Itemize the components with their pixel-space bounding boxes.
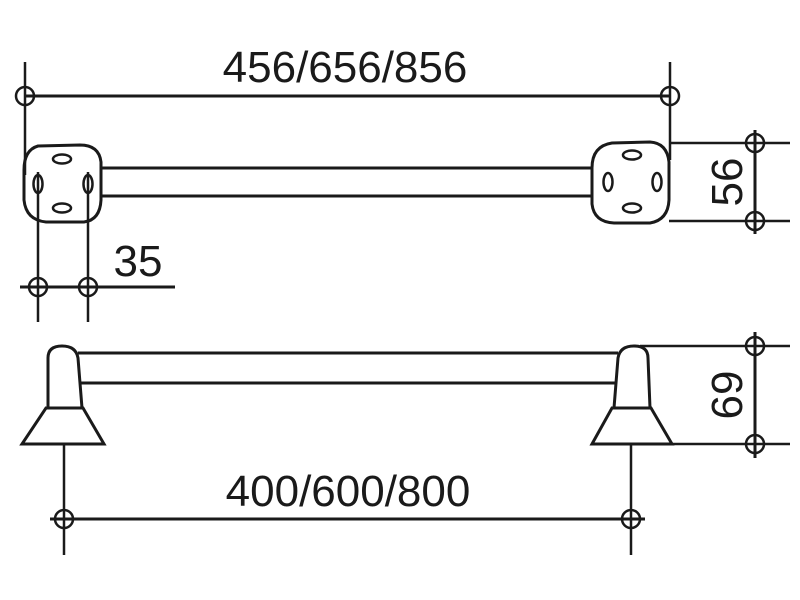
dimension-marker bbox=[744, 210, 766, 232]
side-view: 69 400/600/800 bbox=[19, 332, 790, 555]
screw-hole bbox=[602, 171, 614, 193]
bar-tube-top bbox=[100, 166, 592, 198]
left-bracket bbox=[19, 344, 107, 446]
bar-tube-side bbox=[78, 351, 618, 385]
dimension-marker bbox=[14, 85, 36, 107]
mount-spacing-label: 35 bbox=[114, 237, 163, 286]
overall-length-label: 456/656/856 bbox=[223, 43, 468, 92]
screw-hole bbox=[621, 149, 643, 161]
plate-outline bbox=[22, 143, 103, 224]
mount-spacing-dimension: 35 bbox=[20, 172, 175, 322]
depth-label: 56 bbox=[703, 158, 752, 207]
screw-hole bbox=[651, 171, 663, 193]
center-distance-dimension: 400/600/800 bbox=[50, 444, 645, 555]
bracket-base bbox=[589, 406, 675, 446]
dimension-marker bbox=[744, 433, 766, 455]
bracket-base bbox=[19, 406, 107, 446]
depth-dimension: 56 bbox=[669, 130, 790, 234]
dimension-marker bbox=[27, 276, 49, 298]
right-mount-plate bbox=[590, 140, 671, 225]
screw-hole bbox=[51, 202, 73, 214]
dimension-marker bbox=[659, 85, 681, 107]
top-view: 456/656/856 bbox=[14, 43, 790, 322]
dimension-marker bbox=[620, 508, 642, 530]
projection-dimension: 69 bbox=[640, 332, 790, 458]
dimension-marker bbox=[77, 276, 99, 298]
screw-hole bbox=[621, 202, 643, 214]
projection-label: 69 bbox=[703, 371, 752, 420]
dimension-marker bbox=[53, 508, 75, 530]
plate-outline bbox=[590, 140, 671, 225]
bracket-post bbox=[46, 344, 84, 409]
right-bracket bbox=[589, 344, 675, 446]
overall-length-dimension: 456/656/856 bbox=[14, 43, 681, 175]
dimension-marker bbox=[744, 335, 766, 357]
dimension-marker bbox=[744, 132, 766, 154]
left-mount-plate bbox=[22, 143, 103, 224]
bracket-post bbox=[612, 344, 652, 409]
center-distance-label: 400/600/800 bbox=[226, 467, 471, 516]
screw-hole bbox=[51, 153, 73, 165]
